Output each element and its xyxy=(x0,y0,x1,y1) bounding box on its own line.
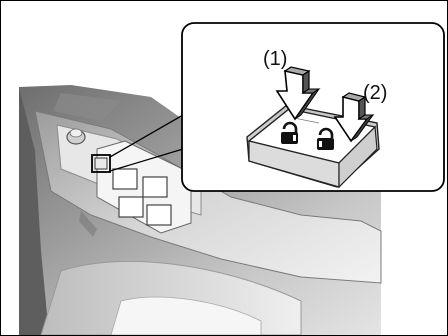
callout-label-2: (2) xyxy=(363,82,387,104)
window-switch-3 xyxy=(119,197,143,217)
window-switch-2 xyxy=(143,177,167,197)
callout-label-1: (1) xyxy=(263,48,287,70)
lock-switch-icon xyxy=(95,158,107,169)
window-switch-4 xyxy=(147,205,171,225)
window-switch-1 xyxy=(113,169,137,189)
